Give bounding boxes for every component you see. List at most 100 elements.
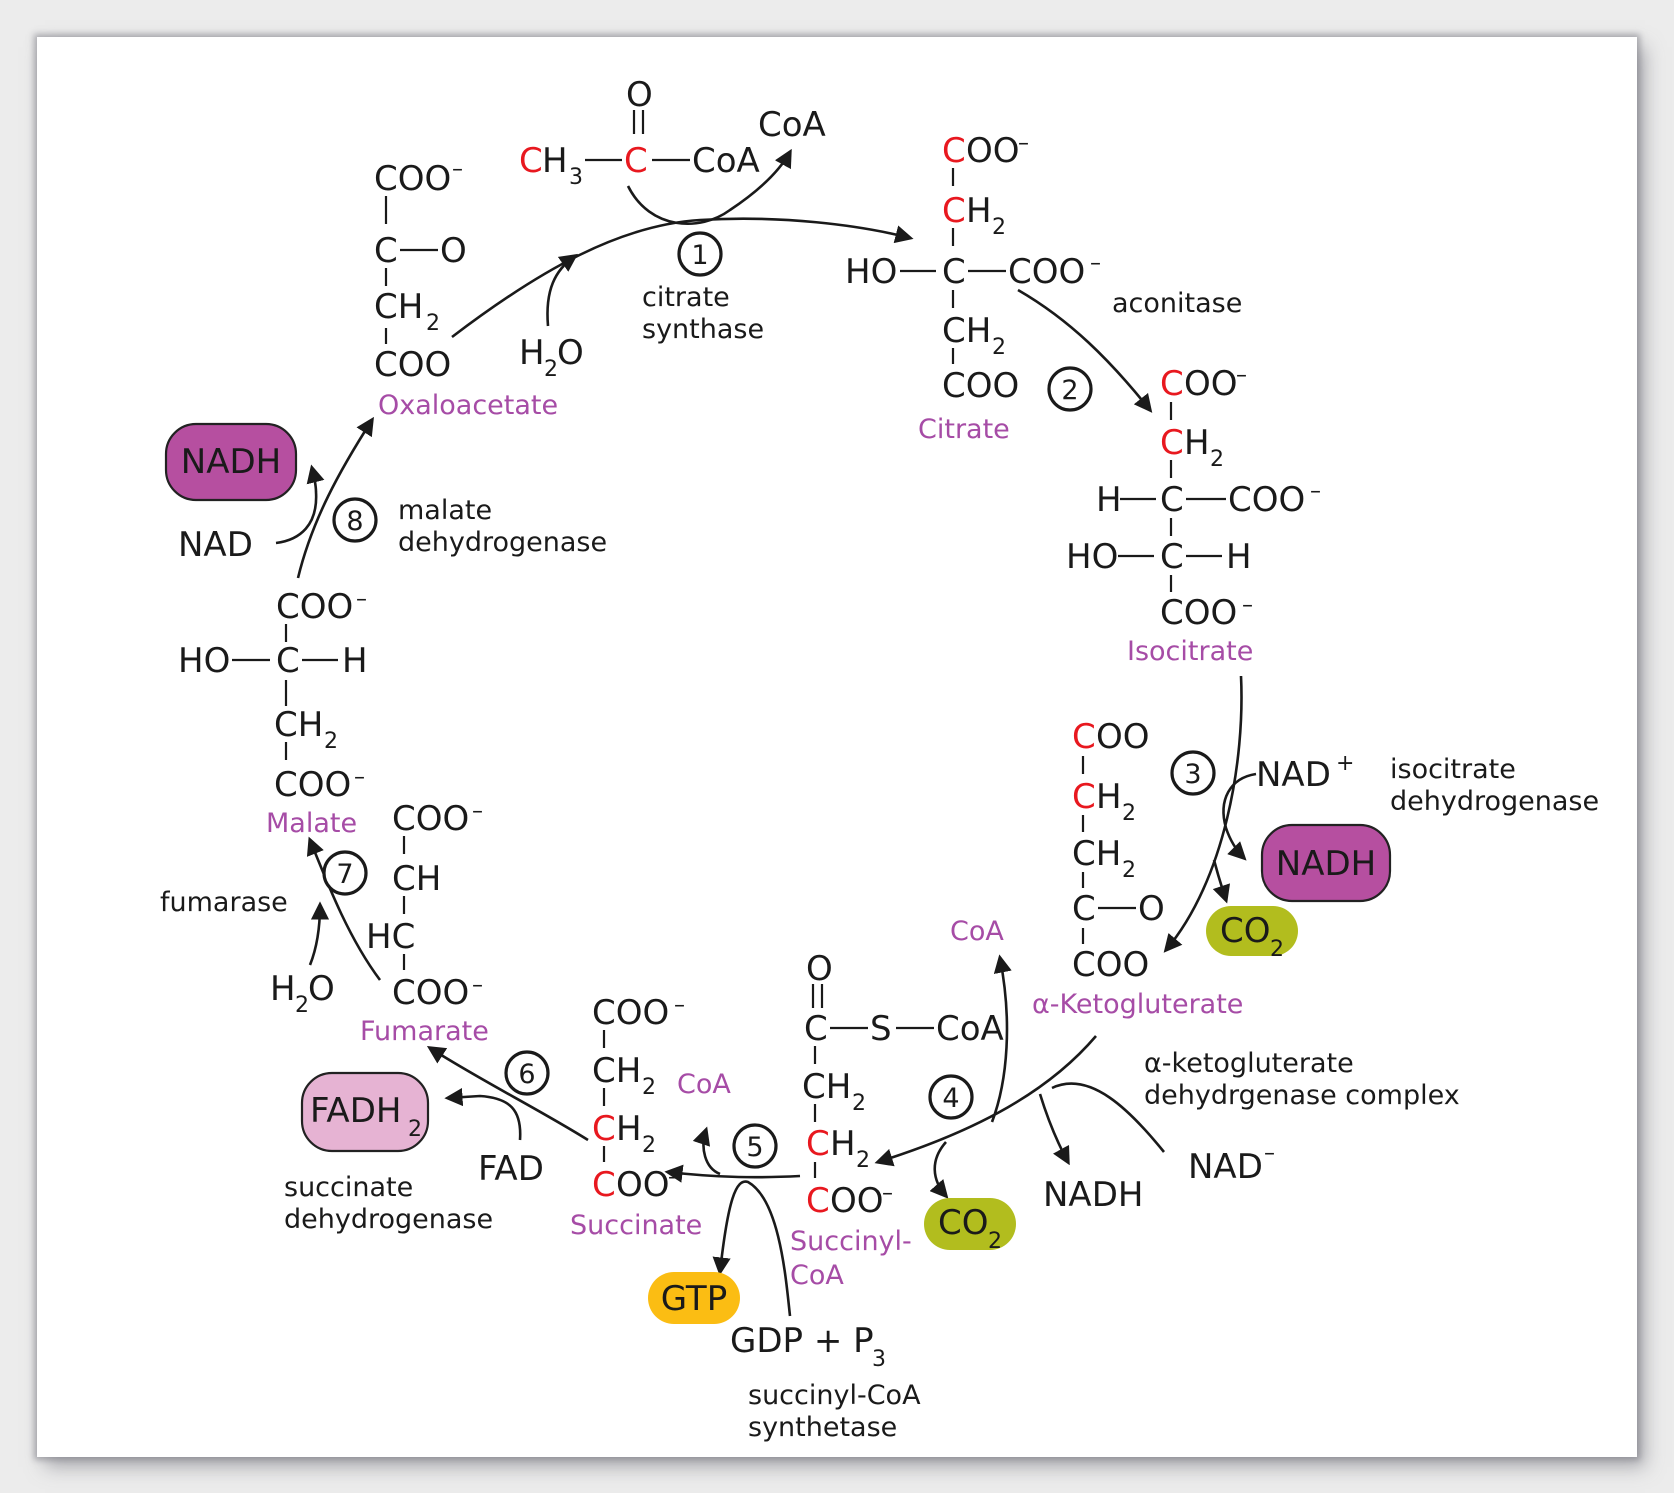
nad-plus-step3: NAD <box>1256 755 1331 795</box>
step-4-circle <box>928 1074 974 1120</box>
formula-text: CH <box>942 311 991 351</box>
fadh2-text: FADH <box>310 1091 401 1131</box>
acetyl-coa: O C H 3 C CoA CoA <box>519 75 826 190</box>
arrow-nadh-step4 <box>1038 1093 1070 1166</box>
enzyme-step3-line1: isocitrate <box>1390 754 1516 785</box>
h2o-step7-sub: 2 <box>295 993 309 1018</box>
charge: – <box>882 1181 893 1206</box>
formula-text: CH <box>592 1051 641 1091</box>
nadh-badge-step3 <box>1260 823 1392 903</box>
formula-text: HO <box>845 252 897 292</box>
formula-sub: 2 <box>642 1075 656 1100</box>
formula-text: COO <box>1008 252 1085 292</box>
formula-text: O <box>440 231 467 271</box>
formula-text: H <box>1096 480 1122 520</box>
citrate: C OO – C H 2 HO C COO – CH 2 COO Citrate <box>845 131 1101 445</box>
fadh2-badge <box>300 1071 430 1153</box>
enzyme-step5-line2: synthetase <box>748 1412 897 1443</box>
formula-text: O <box>806 949 833 989</box>
co2-badge-step3 <box>1206 906 1298 956</box>
formula-text: COO <box>1160 593 1237 633</box>
succinyl-coa: O C S CoA CH 2 C H 2 C OO – Succinyl- Co… <box>790 949 1004 1291</box>
tracked-carbon: C <box>592 1165 616 1205</box>
step-5-circle <box>732 1123 778 1169</box>
nad-step4-sup: – <box>1264 1141 1275 1166</box>
tracked-carbon: C <box>1072 717 1096 757</box>
co2-step4-text: CO <box>938 1203 989 1243</box>
charge: – <box>674 993 685 1018</box>
enzyme-step3-line2: dehydrogenase <box>1390 786 1599 817</box>
acetyl-carbonyl-carbon: C <box>624 141 648 181</box>
formula-text: HO <box>178 641 230 681</box>
formula-text: COO <box>592 993 669 1033</box>
isocitrate: C OO – C H 2 H C COO – HO C H COO – Isoc… <box>1066 363 1321 667</box>
nadh-step4: NADH <box>1043 1175 1143 1215</box>
formula-text: C <box>1160 480 1184 520</box>
charge: – <box>1018 131 1029 156</box>
formula-text: COO <box>392 973 469 1013</box>
formula-text: COO <box>1228 480 1305 520</box>
arrow-coa-step4 <box>990 954 1012 1123</box>
acetyl-h: H <box>542 141 568 181</box>
gtp-text: GTP <box>661 1279 727 1319</box>
formula-text: OO <box>830 1181 884 1221</box>
formula-text: H <box>1096 777 1122 817</box>
step-8-number: 8 <box>346 506 363 537</box>
acetyl-h3-sub: 3 <box>569 165 583 190</box>
formula-text: COO <box>374 345 451 385</box>
formula-sub: 2 <box>852 1091 866 1116</box>
succinate: COO – CH 2 C H 2 C OO – Succinate <box>570 993 702 1241</box>
formula-sub: 2 <box>642 1133 656 1158</box>
fumarate: COO – CH HC COO – Fumarate <box>360 799 489 1047</box>
formula-text: CH <box>392 859 441 899</box>
malate: COO – HO C H CH 2 COO – Malate <box>178 587 368 839</box>
arrow-fad-to-fadh2 <box>444 1088 522 1141</box>
h2o-step7: H <box>270 969 296 1009</box>
tracked-carbon: C <box>1160 423 1184 463</box>
step-6-circle <box>504 1050 550 1096</box>
formula-text: C <box>1160 537 1184 577</box>
step-markers: 1 2 3 4 5 6 7 8 <box>322 231 1216 1169</box>
formula-text: H <box>616 1109 642 1149</box>
formula-text: C <box>942 252 966 292</box>
arrow-gdp-to-gtp <box>712 1180 792 1317</box>
formula-text: H <box>830 1124 856 1164</box>
arrow-coa-step5 <box>692 1126 721 1176</box>
charge: – <box>668 1165 679 1190</box>
fumarate-label: Fumarate <box>360 1016 489 1047</box>
charge: – <box>356 587 367 612</box>
formula-text: OO <box>1184 364 1238 404</box>
tracked-carbon: C <box>942 131 966 171</box>
enzyme-step8-line2: dehydrogenase <box>398 527 607 558</box>
arrow-step1 <box>451 217 914 339</box>
arrow-h2o-step1 <box>546 253 578 327</box>
arrow-nad-step4 <box>1051 1082 1166 1153</box>
formula-text: COO <box>374 159 451 199</box>
nadh-badge-step8 <box>164 422 298 502</box>
oxaloacetate-label: Oxaloacetate <box>378 390 558 421</box>
arrow-step5 <box>664 1164 801 1183</box>
formula-sub: 2 <box>1210 447 1224 472</box>
h2o-step1: H <box>519 333 545 373</box>
fadh2-sub: 2 <box>408 1117 422 1142</box>
nad-plus-step3-sup: + <box>1336 751 1354 776</box>
step-5-number: 5 <box>746 1132 763 1163</box>
enzyme-step2: aconitase <box>1112 288 1242 319</box>
enzyme-step4-line1: α-ketogluterate <box>1144 1048 1354 1079</box>
formula-text: C <box>276 641 300 681</box>
formula-text: COO <box>274 765 351 805</box>
formula-text: HO <box>1066 537 1118 577</box>
enzyme-step6-line1: succinate <box>284 1172 413 1203</box>
step-6-number: 6 <box>518 1059 535 1090</box>
arrow-co2-step4 <box>929 1141 949 1199</box>
step-4-number: 4 <box>942 1083 959 1114</box>
alpha-ketoglutarate: C OO C H 2 CH 2 C O COO α-Ketogluterate <box>1032 717 1243 1020</box>
formula-text: CH <box>1072 834 1121 874</box>
formula-text: S <box>870 1009 892 1049</box>
formula-text: HC <box>366 917 415 957</box>
arrow-co2-step3 <box>1212 859 1231 904</box>
nad-step8: NAD <box>178 525 253 565</box>
charge: – <box>472 799 483 824</box>
co2-step4-sub: 2 <box>988 1229 1002 1254</box>
